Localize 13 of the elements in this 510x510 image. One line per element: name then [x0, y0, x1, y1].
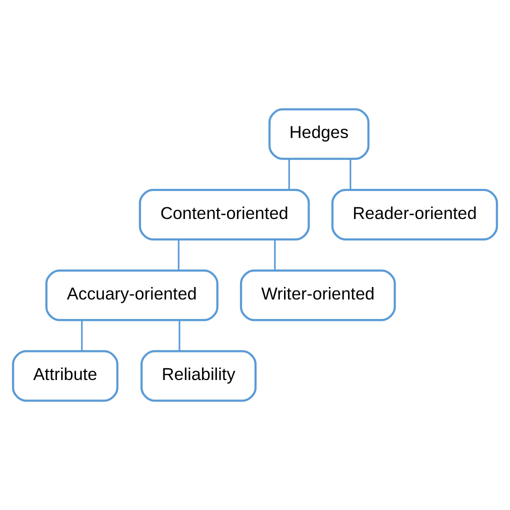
- connector: [178, 240, 180, 271]
- node-box: Reader-oriented: [331, 188, 498, 240]
- node-box: Hedges: [268, 108, 370, 160]
- node-box: Accuary-oriented: [45, 270, 218, 322]
- node-box: Attribute: [12, 350, 118, 402]
- connector: [178, 320, 180, 352]
- node-box: Writer-oriented: [240, 270, 396, 322]
- connector: [350, 159, 352, 190]
- node-box: Content-oriented: [138, 188, 310, 240]
- connector: [81, 320, 83, 352]
- node-box: Reliability: [140, 350, 257, 402]
- connector: [288, 159, 290, 190]
- connector: [274, 240, 276, 271]
